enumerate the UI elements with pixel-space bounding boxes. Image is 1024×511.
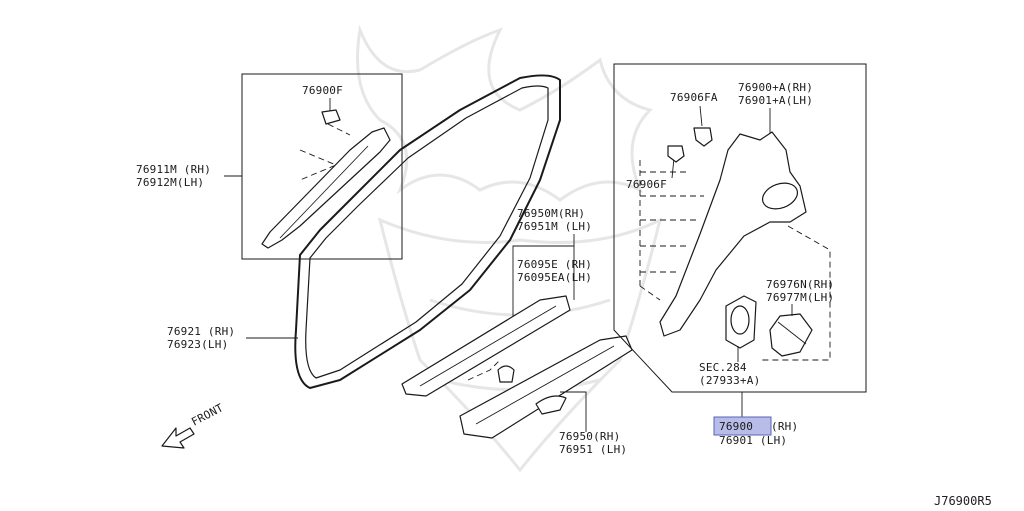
part-76901-label: 76901 (LH) <box>719 434 787 447</box>
rear-finisher-group: 76906FA 76906F 76900+A(RH) 76901+A(LH) S… <box>613 63 867 418</box>
kicking-plate-rib <box>419 305 557 387</box>
kicking-plate-shape <box>401 295 571 397</box>
part-76900f-label: 76900F <box>302 84 343 97</box>
part-76900-side: (RH) <box>771 420 798 433</box>
sec-284-label: SEC.284 <box>699 361 747 374</box>
step-plate-emboss <box>535 395 567 415</box>
part-76923-label: 76923(LH) <box>167 338 228 351</box>
diagram-code: J76900R5 <box>934 494 992 508</box>
pillar-finisher-group: 76900F 76911M (RH) 76912M(LH) <box>136 73 403 260</box>
part-76911m-label: 76911M (RH) <box>136 163 211 176</box>
dash-rear-cover <box>760 225 831 361</box>
front-arrow-icon <box>161 427 195 449</box>
weatherstrip-inner <box>305 85 549 379</box>
weatherstrip-group: 76921 (RH) 76923(LH) <box>167 74 561 389</box>
main-part-callout: 76900 (RH) 76901 (LH) <box>713 416 798 447</box>
part-76906fa-label: 76906FA <box>670 91 718 104</box>
detail-frame-pillar <box>241 73 403 260</box>
dash-76900f <box>327 123 351 136</box>
front-direction-indicator: FRONT <box>161 401 226 449</box>
clip-76906f-shape <box>667 145 685 163</box>
bracket-76950m <box>512 234 575 340</box>
rear-finisher-shape <box>659 131 807 337</box>
part-76951m-label: 76951M (LH) <box>517 220 592 233</box>
kick-clip-shape <box>497 365 515 383</box>
speaker-opening <box>761 182 799 210</box>
step-plate-group: 76950(RH) 76951 (LH) <box>459 335 633 456</box>
dash-kick-clip <box>467 359 501 381</box>
front-label: FRONT <box>189 401 225 429</box>
pillar-finisher-shape <box>261 127 391 249</box>
part-76900-code[interactable]: 76900 <box>719 420 753 433</box>
rear-cover-rib <box>777 321 807 345</box>
part-76976n-label: 76976N(RH) <box>766 278 834 291</box>
kicking-plate-group: 76950M(RH) 76951M (LH) 76095E (RH) 76095… <box>401 207 592 397</box>
part-76900a-label: 76900+A(RH) <box>738 81 813 94</box>
leader-76906f <box>671 157 675 179</box>
step-plate-shape <box>459 335 633 439</box>
clip-76906fa-shape <box>693 127 713 147</box>
speaker-cone <box>730 305 750 335</box>
step-plate-rib <box>475 345 615 425</box>
dash-rear-clips <box>639 171 704 301</box>
part-76095e-label: 76095E (RH) <box>517 258 592 271</box>
part-76951-label: 76951 (LH) <box>559 443 627 456</box>
part-76977m-label: 76977M(LH) <box>766 291 834 304</box>
clip-76900f-shape <box>321 109 341 125</box>
part-76095ea-label: 76095EA(LH) <box>517 271 592 284</box>
dash-pillar <box>299 149 338 181</box>
part-76912m-label: 76912M(LH) <box>136 176 204 189</box>
pillar-inner-line <box>279 145 369 239</box>
detail-frame-rear <box>613 63 867 393</box>
part-highlight <box>713 416 772 436</box>
part-76950-label: 76950(RH) <box>559 430 620 443</box>
part-76901a-label: 76901+A(LH) <box>738 94 813 107</box>
leader-76950 <box>560 391 587 432</box>
part-76906f-label: 76906F <box>626 178 667 191</box>
sec-27933a-label: (27933+A) <box>699 374 760 387</box>
part-76950m-label: 76950M(RH) <box>517 207 585 220</box>
leader-76906fa <box>699 105 703 127</box>
weatherstrip-outer <box>294 74 561 389</box>
rear-cover-shape <box>769 313 813 357</box>
part-76921-label: 76921 (RH) <box>167 325 235 338</box>
